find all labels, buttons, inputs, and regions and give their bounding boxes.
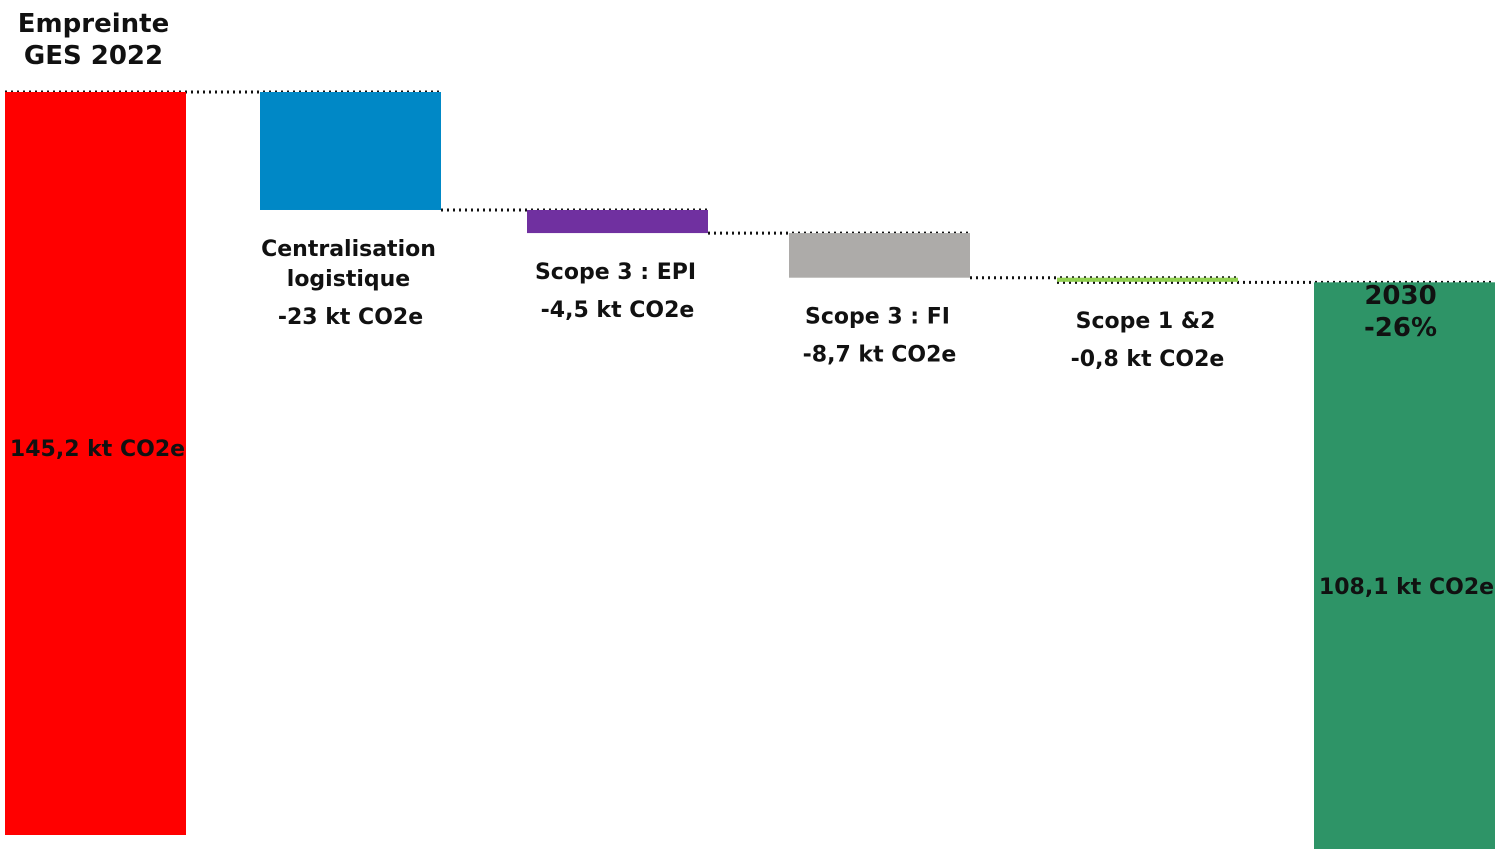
bar-start-value-label: 145,2 kt CO2e bbox=[10, 437, 185, 462]
step-value-label: -4,5 kt CO2e bbox=[541, 298, 695, 323]
bar-step bbox=[789, 233, 970, 278]
start-title-line: GES 2022 bbox=[24, 41, 163, 71]
step-label: logistique bbox=[287, 267, 410, 292]
bar-end bbox=[1314, 282, 1495, 849]
step-label: Scope 3 : EPI bbox=[535, 260, 696, 285]
bar-step bbox=[527, 209, 708, 234]
end-title: 2030 bbox=[1364, 281, 1436, 311]
bars-layer bbox=[5, 92, 1495, 849]
step-label: Scope 1 &2 bbox=[1076, 309, 1216, 334]
step-label: Centralisation bbox=[261, 237, 436, 262]
bar-end-value-label: 108,1 kt CO2e bbox=[1319, 575, 1494, 600]
bar-step bbox=[1057, 277, 1238, 282]
bar-step bbox=[260, 92, 441, 210]
step-value-label: -8,7 kt CO2e bbox=[803, 343, 957, 368]
step-value-label: -0,8 kt CO2e bbox=[1071, 347, 1225, 372]
connector-lines bbox=[5, 90, 1495, 284]
bar-start bbox=[5, 92, 186, 835]
start-title-line: Empreinte bbox=[18, 9, 169, 39]
end-change-label: -26% bbox=[1364, 313, 1437, 343]
step-label: Scope 3 : FI bbox=[805, 305, 950, 330]
step-value-label: -23 kt CO2e bbox=[278, 305, 423, 330]
